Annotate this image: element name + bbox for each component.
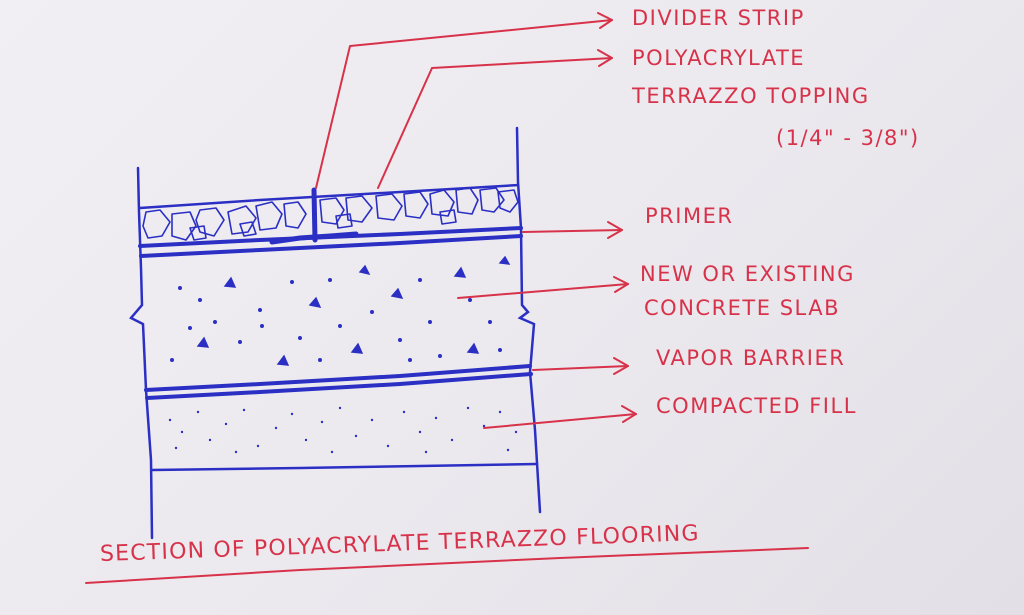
- label-primer: PRIMER: [645, 204, 734, 228]
- terrazzo-aggregate-chips: [142, 187, 519, 241]
- fill-bottom-line: [150, 462, 539, 472]
- topping-top-line: [139, 183, 520, 210]
- arrow-compacted-fill: [483, 405, 637, 429]
- arrow-topping: [377, 49, 613, 189]
- label-compacted-fill: COMPACTED FILL: [656, 394, 857, 418]
- label-vapor-barrier: VAPOR BARRIER: [656, 346, 846, 370]
- arrow-divider-strip: [315, 12, 613, 189]
- concrete-slab-aggregate: [169, 255, 511, 366]
- label-topping-line2: TERRAZZO TOPPING: [632, 84, 870, 108]
- caption-underline: [85, 547, 809, 584]
- label-divider-strip: DIVIDER STRIP: [632, 6, 805, 30]
- terrazzo-topping-layer: [139, 183, 520, 245]
- arrow-concrete-slab: [457, 276, 629, 299]
- label-topping-line1: POLYACRYLATE: [632, 46, 806, 70]
- left-wall: [129, 166, 154, 540]
- arrow-vapor-barrier: [532, 357, 629, 375]
- label-topping-thickness: (1/4" - 3/8"): [776, 126, 920, 150]
- primer-layer: [138, 226, 523, 258]
- compacted-fill-speckle: [168, 406, 518, 454]
- vapor-barrier-layer: [144, 364, 533, 400]
- arrow-primer: [522, 221, 623, 239]
- leader-arrows: [315, 12, 637, 429]
- label-slab-line2: CONCRETE SLAB: [644, 296, 840, 320]
- section-walls: [129, 126, 542, 540]
- label-slab-line1: NEW OR EXISTING: [640, 262, 855, 286]
- right-wall: [515, 126, 542, 514]
